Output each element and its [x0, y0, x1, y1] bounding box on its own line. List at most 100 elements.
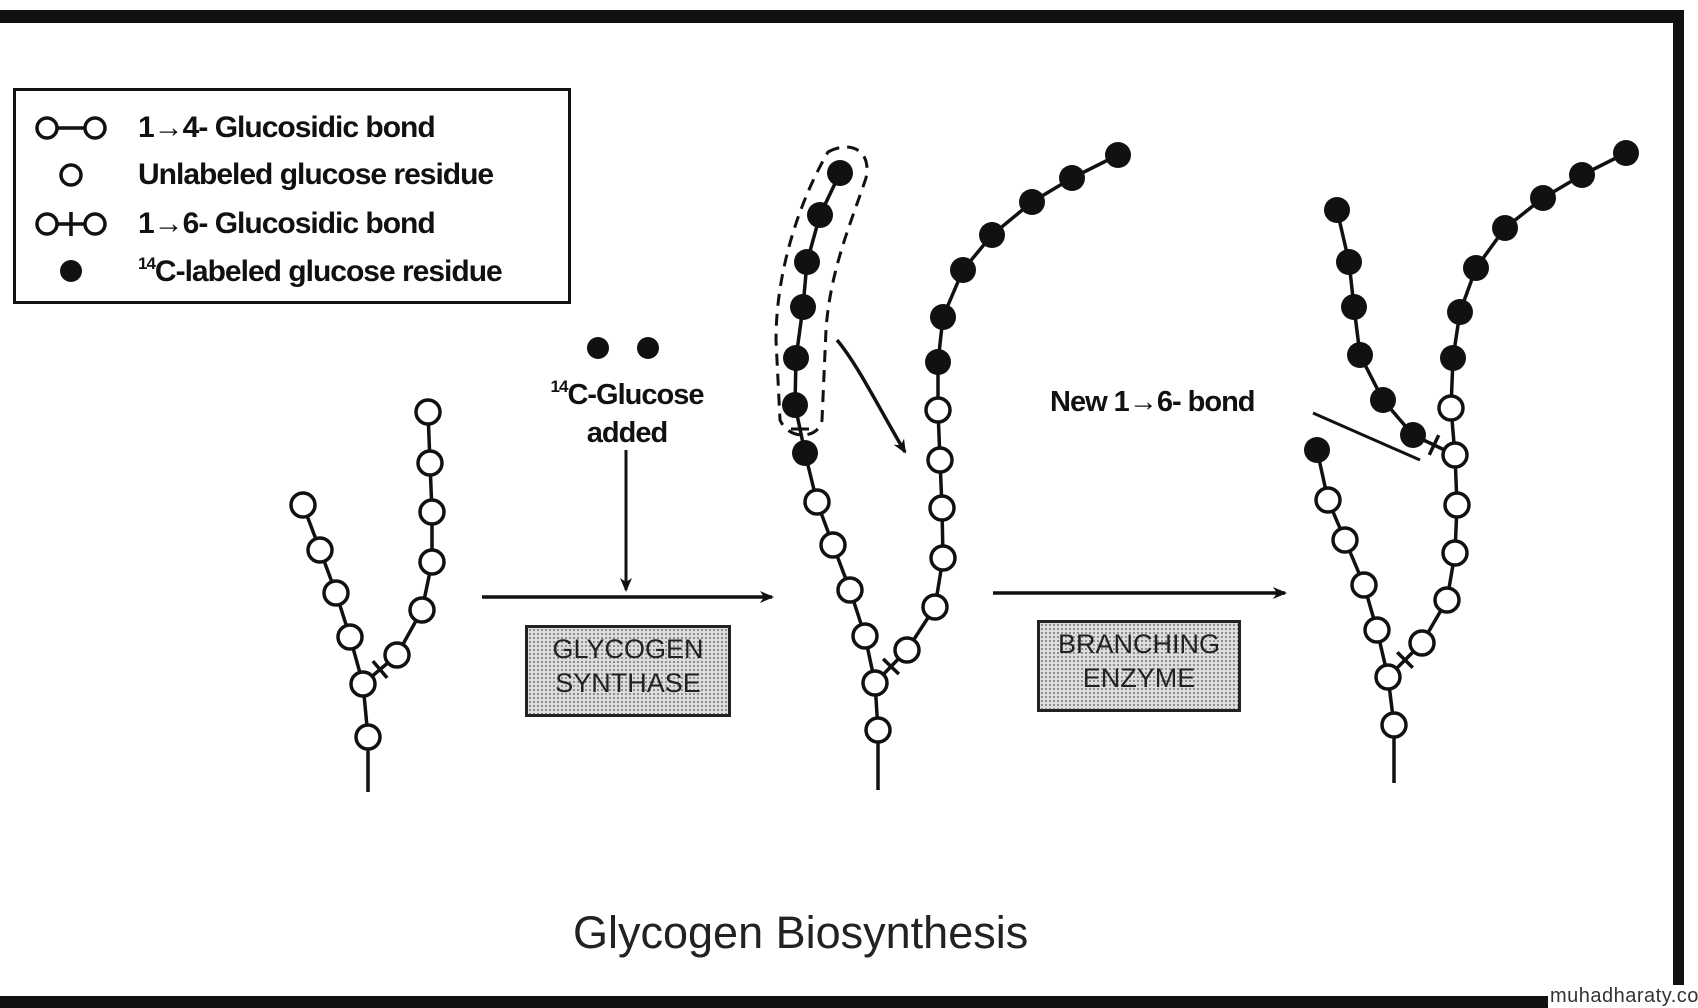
enzyme-name-line1: BRANCHING [1057, 629, 1220, 659]
new-bond-label: New 1→6- bond [1050, 386, 1256, 418]
branching-enzyme-box: BRANCHING ENZYME [1037, 620, 1241, 712]
labeled-glucose-residue [950, 257, 976, 283]
unlabeled-glucose-residue [924, 396, 952, 424]
labeled-residue-icon [60, 260, 82, 282]
labeled-glucose-residue [1400, 422, 1426, 448]
unlabeled-glucose-residue [1363, 616, 1391, 644]
labeled-glucose-residue [1463, 255, 1489, 281]
labeled-glucose-residue [827, 160, 853, 186]
unlabeled-glucose-residue [354, 723, 382, 751]
unlabeled-glucose-residue [928, 494, 956, 522]
unlabeled-glucose-residue [408, 596, 436, 624]
glucose-added-label: 14C-Glucose added [520, 368, 734, 452]
unlabeled-glucose-residue [418, 548, 446, 576]
labeled-glucose-residue [1530, 185, 1556, 211]
labeled-glucose-residue [1492, 215, 1518, 241]
branch-point-mark [1427, 434, 1441, 456]
unlabeled-glucose-residue [1380, 711, 1408, 739]
labeled-glucose-residue [925, 349, 951, 375]
isotope-superscript: 14 [550, 377, 569, 396]
unlabeled-glucose-residue [864, 716, 892, 744]
unlabeled-glucose-residue [1314, 486, 1342, 514]
unlabeled-glucose-residue [1408, 629, 1436, 657]
glycogen-structures [289, 140, 1639, 792]
elongated-glycogen [782, 142, 1131, 790]
labeled-glucose-residue [1347, 342, 1373, 368]
alpha-1-4-bond-icon [35, 116, 107, 140]
unlabeled-glucose-residue [1443, 491, 1471, 519]
unlabeled-glucose-residue [336, 623, 364, 651]
frame-bottom-border [0, 996, 1684, 1008]
labeled-glucose-dot [637, 337, 659, 359]
labeled-glucose-residue [807, 202, 833, 228]
unlabeled-glucose-residue [349, 670, 377, 698]
legend-label: 14C-labeled glucose residue [138, 254, 503, 289]
watermark: muhadharaty.com [1548, 985, 1698, 1008]
unlabeled-glucose-residue [1441, 539, 1469, 567]
branch-point-mark [881, 657, 901, 676]
unlabeled-glucose-residue [803, 488, 831, 516]
glucose-text: C-Glucose [567, 379, 704, 411]
unlabeled-glucose-residue [921, 593, 949, 621]
glycogen-synthase-box: GLYCOGEN SYNTHASE [525, 625, 731, 717]
labeled-glucose-residue [1447, 299, 1473, 325]
unlabeled-glucose-residue [1441, 441, 1469, 469]
unlabeled-glucose-residue [1433, 586, 1461, 614]
branch-point-mark [371, 659, 389, 680]
unlabeled-glucose-residue [851, 622, 879, 650]
enzyme-name-line2: ENZYME [1082, 663, 1196, 693]
labeled-glucose-residue [1569, 162, 1595, 188]
labeled-glucose-dot [587, 337, 609, 359]
unlabeled-glucose-residue [418, 498, 446, 526]
unlabeled-glucose-residue [819, 531, 847, 559]
unlabeled-glucose-residue [893, 636, 921, 664]
unlabeled-glucose-residue [929, 544, 957, 572]
labeled-glucose-residue [930, 304, 956, 330]
new-bond-pointer [1312, 411, 1421, 462]
labeled-glucose-residue [1370, 387, 1396, 413]
labeled-glucose-residue [1336, 249, 1362, 275]
unlabeled-glucose-residue [926, 446, 954, 474]
labeled-glucose-residue [1059, 165, 1085, 191]
added-segment-outline [774, 145, 869, 437]
labeled-glucose-residue [1613, 140, 1639, 166]
labeled-glucose-residue [794, 249, 820, 275]
frame-right-border [1673, 10, 1684, 995]
labeled-glucose-residue [783, 345, 809, 371]
unlabeled-glucose-residue [861, 669, 889, 697]
legend-label-text: C-labeled glucose residue [154, 255, 503, 288]
legend-item-1-6-bond: 1→6- Glucosidic bond [16, 204, 568, 244]
branched-glycogen [1304, 140, 1639, 783]
isotope-superscript: 14 [138, 254, 156, 273]
frame-top-border [0, 10, 1684, 23]
glucose-added-line1: 14C-Glucose [520, 368, 734, 414]
labeled-glucose-residue [790, 294, 816, 320]
labeled-glucose-residue [1324, 197, 1350, 223]
unlabeled-glucose-residue [322, 579, 350, 607]
legend-item-labeled-residue: 14C-labeled glucose residue [16, 251, 568, 291]
labeled-glucose-residue [792, 440, 818, 466]
labeled-glucose-residue [782, 392, 808, 418]
legend-label: 1→6- Glucosidic bond [138, 207, 436, 240]
unlabeled-residue-icon [59, 163, 83, 187]
legend-label: Unlabeled glucose residue [138, 158, 494, 191]
unlabeled-glucose-residue [1374, 663, 1402, 691]
unlabeled-glucose-residue [416, 449, 444, 477]
unlabeled-glucose-residue [289, 491, 317, 519]
labeled-glucose-residue [1440, 345, 1466, 371]
legend: 1→4- Glucosidic bond Unlabeled glucose r… [13, 88, 571, 304]
unlabeled-glucose-residue [414, 398, 442, 426]
enzyme-name-line2: SYNTHASE [555, 668, 701, 698]
initial-glycogen [289, 398, 446, 792]
legend-item-1-4-bond: 1→4- Glucosidic bond [16, 108, 568, 148]
unlabeled-glucose-residue [1437, 394, 1465, 422]
glucose-added-line2: added [586, 417, 668, 449]
labeled-glucose-residue [1105, 142, 1131, 168]
unlabeled-glucose-residue [1350, 571, 1378, 599]
alpha-1-6-bond-icon [35, 212, 107, 236]
unlabeled-glucose-residue [383, 641, 411, 669]
legend-label: 1→4- Glucosidic bond [138, 111, 436, 144]
branch-point-mark [1395, 650, 1415, 670]
labeled-glucose-residue [979, 222, 1005, 248]
